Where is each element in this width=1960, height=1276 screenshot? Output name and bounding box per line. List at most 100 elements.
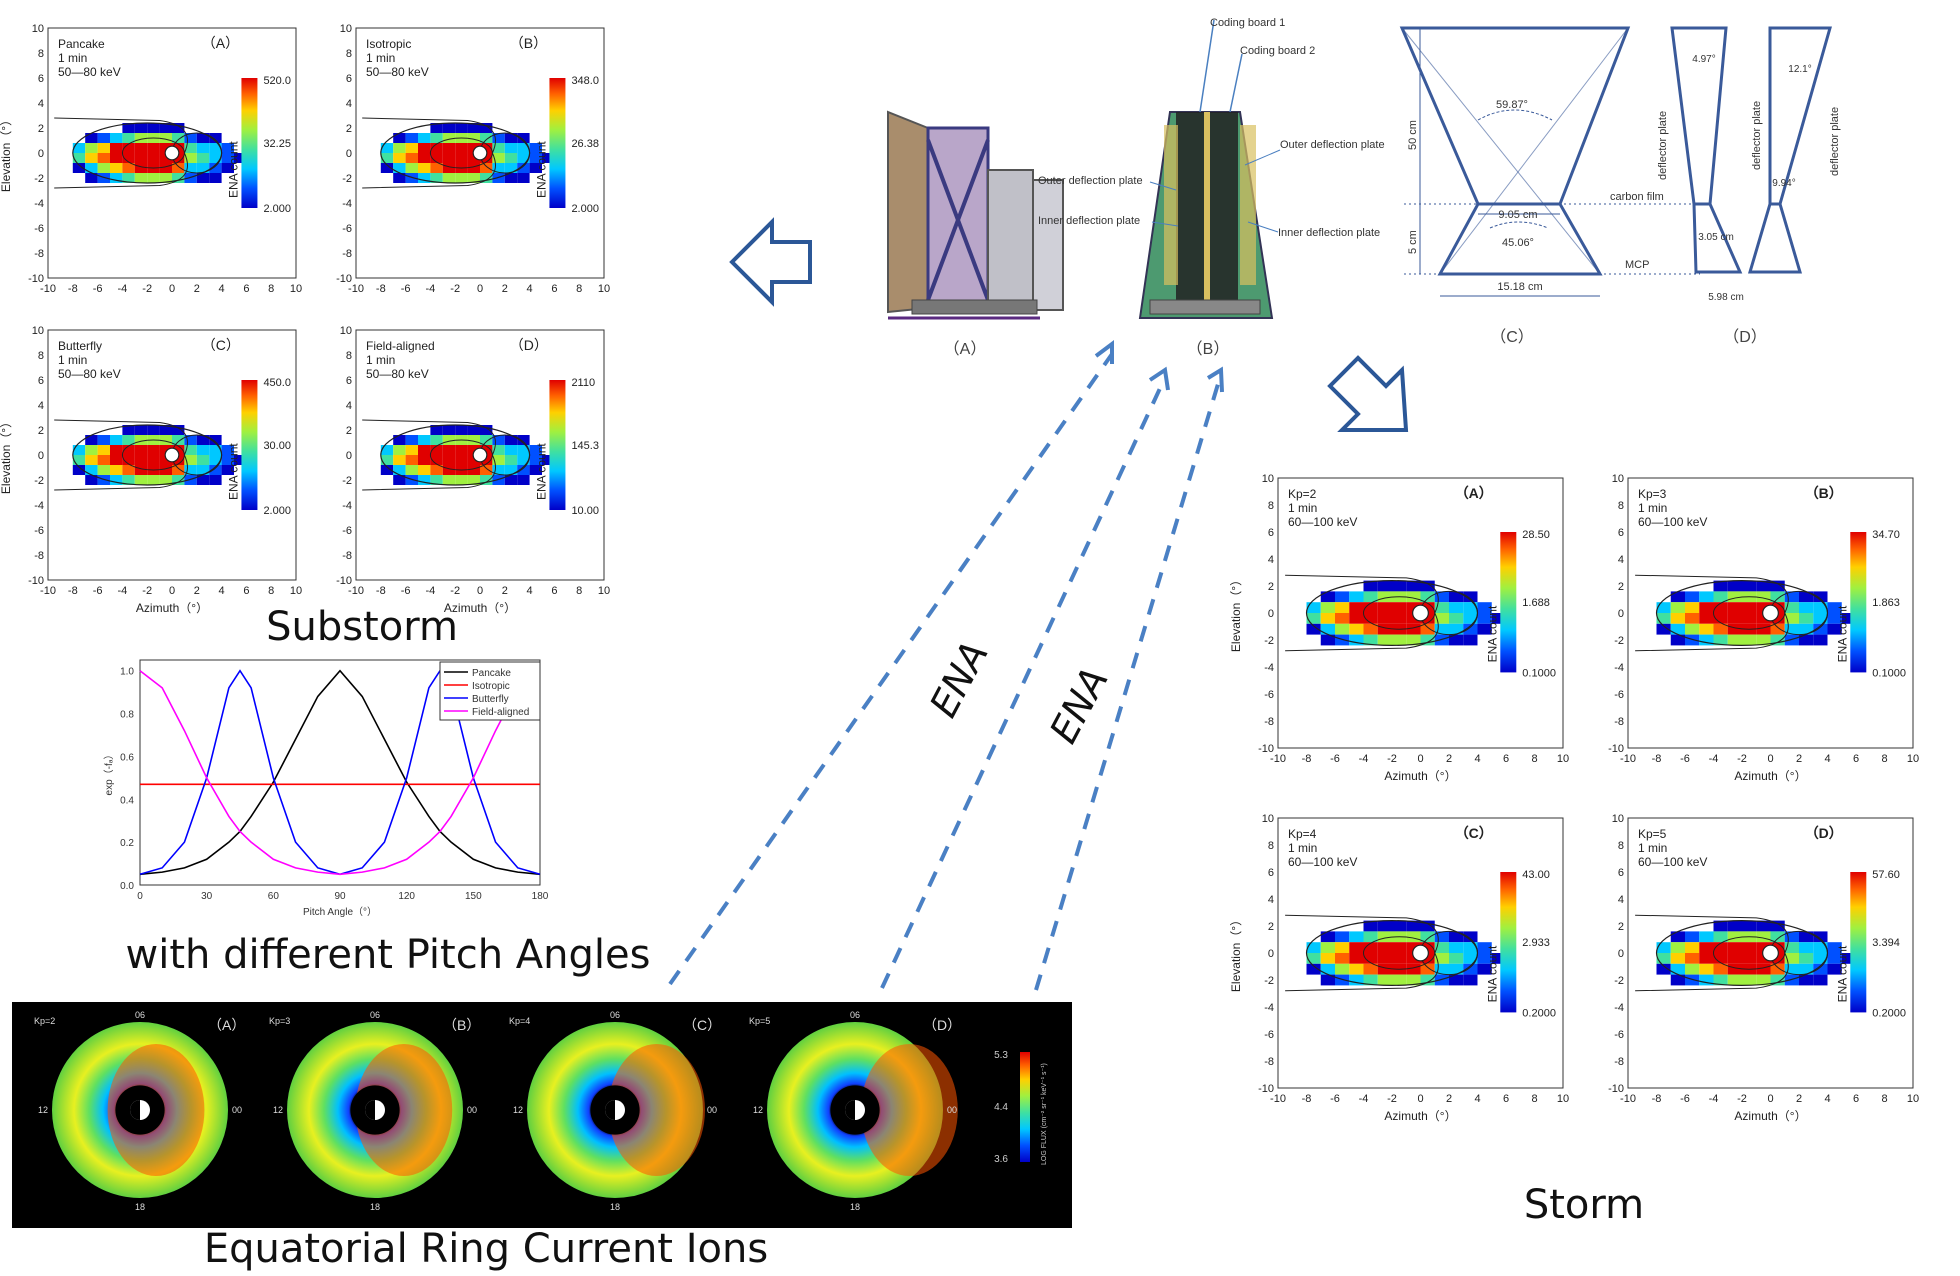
x-tick-label: 4 bbox=[1474, 753, 1480, 765]
x-tick-label: 2 bbox=[194, 585, 200, 597]
heat-cell bbox=[1756, 580, 1771, 592]
x-tick-label: 0 bbox=[477, 585, 483, 597]
x-tick-label: -8 bbox=[1302, 753, 1312, 765]
heat-cell bbox=[1306, 953, 1321, 964]
panel-tag: （B） bbox=[443, 1017, 480, 1033]
x-tick-label: 4 bbox=[1824, 753, 1830, 765]
heat-cell bbox=[97, 163, 110, 173]
x-tick-label: 10 bbox=[598, 585, 610, 597]
heat-cell bbox=[517, 173, 530, 183]
panel-tag: （D） bbox=[1805, 825, 1843, 841]
x-tick-label: -2 bbox=[1737, 1093, 1747, 1105]
y-tick-label: 2 bbox=[1268, 921, 1274, 933]
heat-cell bbox=[1306, 613, 1321, 624]
heat-cell bbox=[1827, 953, 1842, 964]
heat-cell bbox=[1463, 613, 1478, 624]
heat-cell bbox=[1377, 623, 1392, 635]
heat-cell bbox=[1813, 942, 1828, 953]
colorbar-max: 57.60 bbox=[1872, 869, 1900, 881]
heat-cell bbox=[405, 133, 418, 143]
heat-cell bbox=[380, 455, 394, 465]
heat-cell bbox=[1406, 623, 1421, 635]
heat-cell bbox=[209, 475, 222, 485]
ring-section-label: Equatorial Ring Current Ions bbox=[204, 1226, 768, 1272]
heat-cell bbox=[1756, 974, 1771, 986]
heat-cell bbox=[172, 163, 185, 173]
heat-cell bbox=[184, 435, 197, 445]
heat-cell bbox=[1320, 931, 1335, 943]
y-tick-label: -10 bbox=[1608, 743, 1624, 755]
panel-time: 1 min bbox=[1638, 841, 1667, 855]
heat-cell bbox=[1406, 953, 1421, 964]
heat-cell bbox=[196, 465, 210, 475]
heat-cell bbox=[1784, 963, 1799, 975]
heat-cell bbox=[1377, 942, 1392, 953]
y-tick-label: -10 bbox=[336, 575, 352, 587]
heat-cell bbox=[1406, 974, 1421, 986]
heat-cell bbox=[134, 143, 148, 153]
legend-label: Butterfly bbox=[472, 694, 509, 705]
heat-cell bbox=[405, 435, 418, 445]
heat-cell bbox=[1784, 602, 1799, 613]
heat-cell bbox=[1377, 580, 1392, 592]
y-tick-label: 0 bbox=[346, 148, 352, 160]
map-panel: -10-10-8-8-6-6-4-4-2-200224466881010Panc… bbox=[0, 23, 302, 295]
panel-time: 1 min bbox=[366, 353, 395, 367]
x-tick-label: -10 bbox=[1270, 753, 1286, 765]
heat-cell bbox=[1349, 634, 1364, 646]
heat-cell bbox=[85, 465, 98, 475]
y-tick-label: 4 bbox=[346, 98, 352, 110]
x-tick-label: 8 bbox=[576, 283, 582, 295]
x-tick-label: -10 bbox=[348, 283, 364, 295]
panel-tag: （B） bbox=[510, 35, 547, 51]
panel-time: 1 min bbox=[1288, 501, 1317, 515]
heat-cell bbox=[1756, 602, 1771, 613]
y-tick-label: 0.8 bbox=[120, 710, 134, 721]
heat-cell bbox=[1335, 963, 1350, 975]
ring-hot-region bbox=[355, 1044, 453, 1176]
heat-cell bbox=[72, 163, 86, 173]
heat-cell bbox=[1335, 942, 1350, 953]
x-tick-label: 4 bbox=[527, 585, 533, 597]
heat-cell bbox=[209, 435, 222, 445]
clock-top: 06 bbox=[135, 1010, 145, 1020]
panel-energy: 50—80 keV bbox=[366, 65, 429, 79]
x-tick-label: -6 bbox=[93, 585, 103, 597]
heat-cell bbox=[196, 133, 210, 143]
heat-cell bbox=[1463, 963, 1478, 975]
substorm-panels: -10-10-8-8-6-6-4-4-2-200224466881010Panc… bbox=[0, 23, 610, 615]
heat-cell bbox=[134, 445, 148, 455]
y-tick-label: -2 bbox=[34, 173, 44, 185]
heat-cell bbox=[1406, 602, 1421, 613]
x-tick-label: 8 bbox=[1531, 753, 1537, 765]
ena-arrow-2 bbox=[880, 383, 1164, 989]
heat-cell bbox=[480, 153, 493, 163]
y-tick-label: 10 bbox=[32, 23, 44, 35]
heat-cell bbox=[1685, 623, 1700, 635]
earth-night-side bbox=[605, 1100, 615, 1120]
heat-cell bbox=[159, 133, 172, 143]
heat-cell bbox=[504, 465, 518, 475]
y-tick-label: 2 bbox=[346, 123, 352, 135]
heat-cell bbox=[1770, 634, 1785, 646]
heat-cell bbox=[1685, 634, 1700, 646]
earth-disc bbox=[1412, 604, 1429, 622]
heat-cell bbox=[1699, 634, 1714, 646]
deflector-plate-label-3: deflector plate bbox=[1829, 107, 1841, 176]
heat-cell bbox=[1406, 634, 1421, 646]
heat-cell bbox=[1713, 623, 1728, 635]
heat-cell bbox=[1463, 942, 1478, 953]
colorbar bbox=[1500, 532, 1517, 673]
colorbar-max: 43.00 bbox=[1522, 869, 1550, 881]
instrument-tag-d: （D） bbox=[1723, 328, 1767, 346]
x-tick-label: 0 bbox=[169, 283, 175, 295]
heat-cell bbox=[1827, 613, 1842, 624]
heat-cell bbox=[172, 425, 185, 435]
heat-cell bbox=[504, 475, 518, 485]
heat-cell bbox=[1320, 953, 1335, 964]
heat-cell bbox=[1756, 931, 1771, 943]
panel-title: Butterfly bbox=[58, 339, 102, 353]
x-axis-label: Azimuth（°） bbox=[1384, 1109, 1456, 1123]
